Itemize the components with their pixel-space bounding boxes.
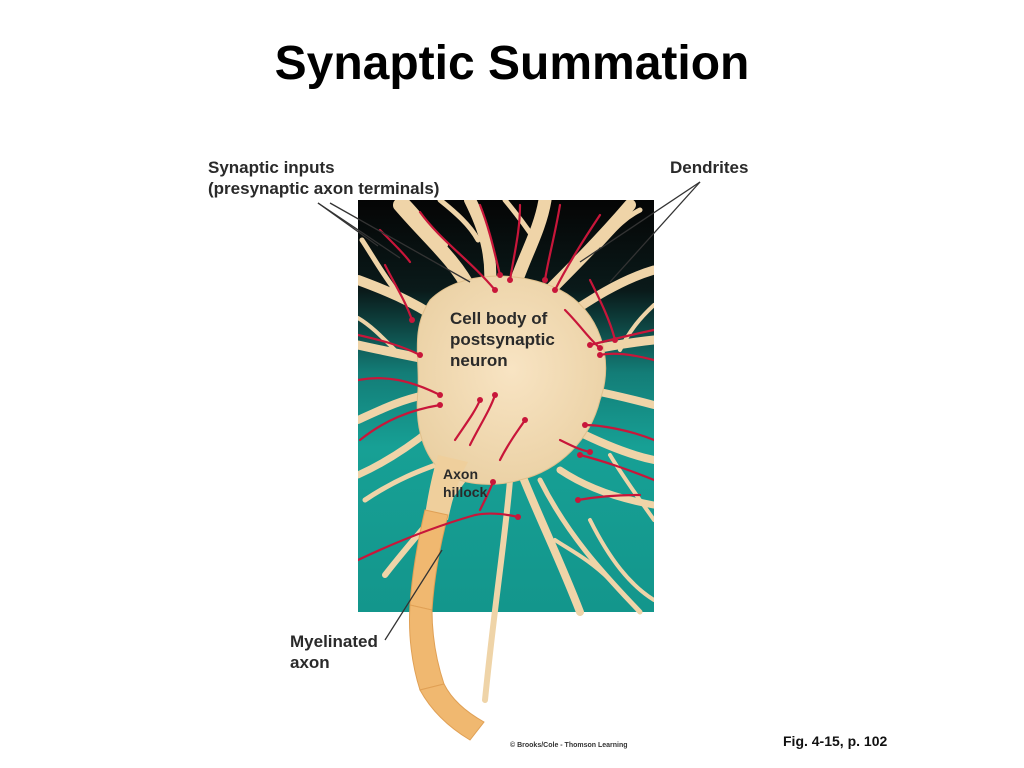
background-fade xyxy=(358,612,654,752)
label-cell-body-line2: postsynaptic xyxy=(450,330,555,349)
label-myelinated-line2: axon xyxy=(290,653,330,672)
label-axon-hillock-line2: hillock xyxy=(443,484,488,500)
label-dendrites: Dendrites xyxy=(670,158,748,177)
terminal-knobs xyxy=(409,272,618,520)
label-cell-body-line1: Cell body of xyxy=(450,309,548,328)
label-axon-hillock-line1: Axon xyxy=(443,466,478,482)
cell-body xyxy=(416,275,607,485)
slide-title: Synaptic Summation xyxy=(274,37,750,90)
figure-reference: Fig. 4-15, p. 102 xyxy=(783,733,887,749)
label-synaptic-inputs-line2: (presynaptic axon terminals) xyxy=(208,179,439,198)
axon-hillock xyxy=(425,455,468,520)
label-cell-body-line3: neuron xyxy=(450,351,508,370)
leader-lines xyxy=(317,181,701,641)
label-synaptic-inputs-line1: Synaptic inputs xyxy=(208,158,335,177)
dendrites-group xyxy=(358,200,654,703)
label-myelinated-line1: Myelinated xyxy=(290,632,378,651)
copyright-credit: © Brooks/Cole - Thomson Learning xyxy=(510,741,628,749)
presynaptic-terminals xyxy=(358,203,654,562)
